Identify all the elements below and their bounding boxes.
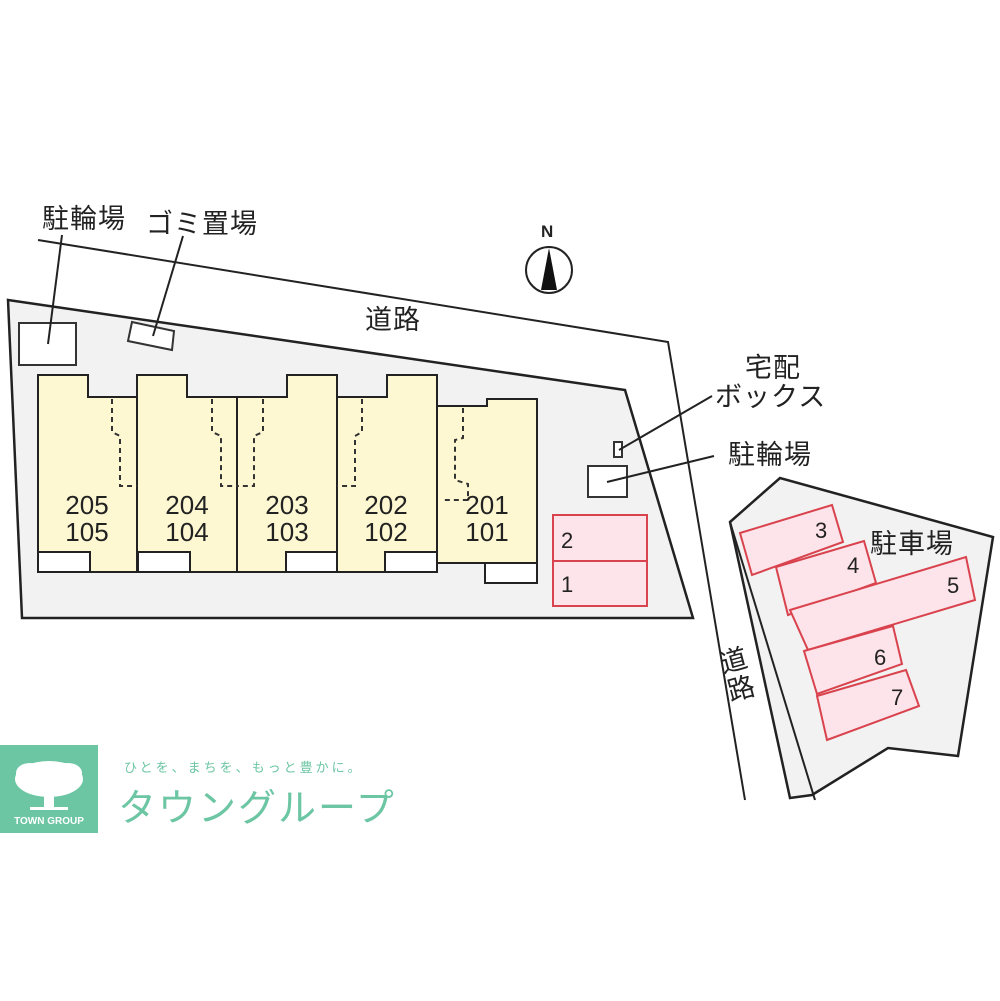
parking-spaces-west xyxy=(552,514,648,607)
label-parking-lot: 駐車場 xyxy=(870,529,954,560)
logo-caption: TOWN GROUP xyxy=(14,816,84,827)
road-north-edge xyxy=(37,239,746,801)
tree-icon xyxy=(15,761,83,810)
delivery-box xyxy=(613,441,623,458)
unit-porches xyxy=(37,551,538,584)
logo-brand-name: タウングループ xyxy=(118,786,396,830)
parking-spaces-east xyxy=(738,503,977,742)
label-delivery-box-line2: ボックス xyxy=(715,382,827,413)
compass-needle-icon xyxy=(541,248,557,290)
garbage-area xyxy=(126,320,176,352)
parking-space-2: 2 xyxy=(561,528,574,553)
parking-space-1: 1 xyxy=(561,572,574,597)
compass-north-label: N xyxy=(541,222,554,241)
parking-space-3: 3 xyxy=(815,518,828,543)
logo-tagline: ひとを、まちを、もっと豊かに。 xyxy=(124,761,364,776)
company-logo: TOWN GROUP xyxy=(0,745,98,833)
road-east-edge xyxy=(729,521,816,801)
unit-dashed-lines xyxy=(111,399,469,501)
label-road-north: 道路 xyxy=(365,305,421,336)
parking-space-5: 5 xyxy=(947,573,960,598)
label-bicycle-parking-e: 駐輪場 xyxy=(728,440,812,471)
parking-space-7: 7 xyxy=(891,685,904,710)
parking-space-4: 4 xyxy=(847,553,860,578)
label-garbage-area: ゴミ置場 xyxy=(146,209,258,240)
units xyxy=(37,374,538,573)
bicycle-parking-nw xyxy=(18,322,77,366)
label-bicycle-parking-nw: 駐輪場 xyxy=(42,204,126,235)
parking-space-6: 6 xyxy=(874,645,887,670)
label-delivery-box-line1: 宅配 xyxy=(745,353,801,384)
